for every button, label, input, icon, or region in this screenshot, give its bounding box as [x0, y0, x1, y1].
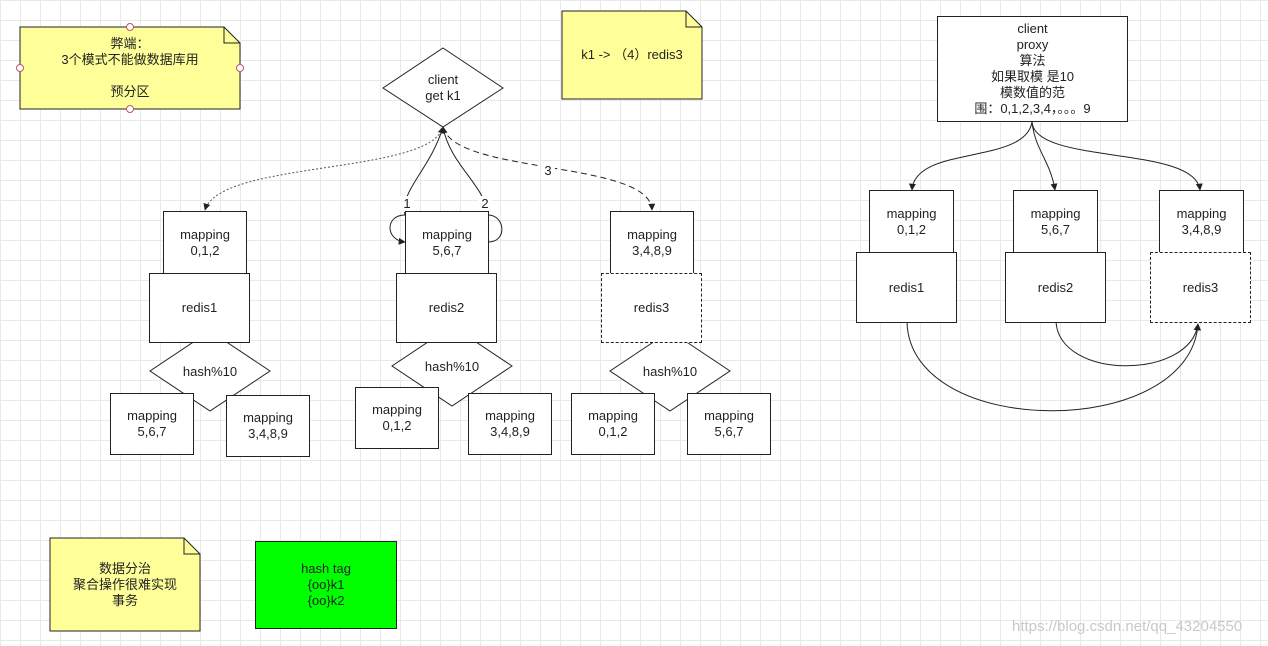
note-routing-shape: [561, 10, 703, 100]
client-label: client get k1: [425, 72, 461, 103]
hash-diamond-3: [609, 330, 731, 412]
note-drawback: 弊端： 3个模式不能做数据库用 预分区: [61, 36, 199, 99]
proxy-box: client proxy 算法 如果取模 是10 模数值的范 围：0,1,2,3…: [937, 16, 1128, 122]
note-sharding-shape: [49, 537, 201, 632]
hash-diamond-1: [149, 330, 271, 412]
redis-box-1: redis1: [149, 273, 250, 343]
mapping-box-1: mapping 0,1,2: [163, 211, 247, 274]
sub-mapping-1a: mapping 5,6,7: [110, 393, 194, 455]
edge-label-1: 1: [400, 196, 414, 212]
proxy-redis-3: redis3: [1150, 252, 1251, 323]
sub-mapping-3b: mapping 5,6,7: [687, 393, 771, 455]
proxy-redis-2: redis2: [1005, 252, 1106, 323]
watermark: https://blog.csdn.net/qq_43204550: [1012, 618, 1243, 635]
proxy-mapping-1: mapping 0,1,2: [869, 190, 954, 253]
proxy-edge-3: [1031, 121, 1203, 191]
sub-mapping-3a: mapping 0,1,2: [571, 393, 655, 455]
note-routing: k1 -> （4）redis3: [581, 47, 683, 62]
hash-label-3: hash%10: [642, 364, 698, 379]
hash-label-2: hash%10: [424, 359, 480, 374]
proxy-mapping-3: mapping 3,4,8,9: [1159, 190, 1244, 253]
proxy-redis2-to-redis3: [1055, 321, 1201, 367]
edge-2-loop: [487, 214, 503, 243]
proxy-mapping-2: mapping 5,6,7: [1013, 190, 1098, 253]
sub-mapping-1b: mapping 3,4,8,9: [226, 395, 310, 457]
hash-tag-box: hash tag {oo}k1 {oo}k2: [255, 541, 397, 629]
proxy-edge-2: [1031, 121, 1058, 191]
edge-1-loop: [389, 214, 406, 245]
redis-box-3: redis3: [601, 273, 702, 343]
redis-box-2: redis2: [396, 273, 497, 343]
hash-diamond-2: [391, 325, 513, 407]
proxy-redis1-to-redis3: [906, 321, 1202, 412]
note-drawback-shape: [16, 23, 244, 113]
note-sharding: 数据分治 聚合操作很难实现 事务: [72, 560, 177, 608]
mapping-box-3: mapping 3,4,8,9: [610, 211, 694, 274]
mapping-box-2: mapping 5,6,7: [405, 211, 489, 274]
edge-3: [442, 126, 656, 211]
edge-label-3: 3: [541, 163, 555, 179]
proxy-edge-1: [908, 121, 1033, 191]
sub-mapping-2a: mapping 0,1,2: [355, 387, 439, 449]
sub-mapping-2b: mapping 3,4,8,9: [468, 393, 552, 455]
hash-label-1: hash%10: [182, 364, 238, 379]
proxy-redis-1: redis1: [856, 252, 957, 323]
edge-dotted: [203, 126, 444, 211]
edge-label-2: 2: [478, 196, 492, 212]
